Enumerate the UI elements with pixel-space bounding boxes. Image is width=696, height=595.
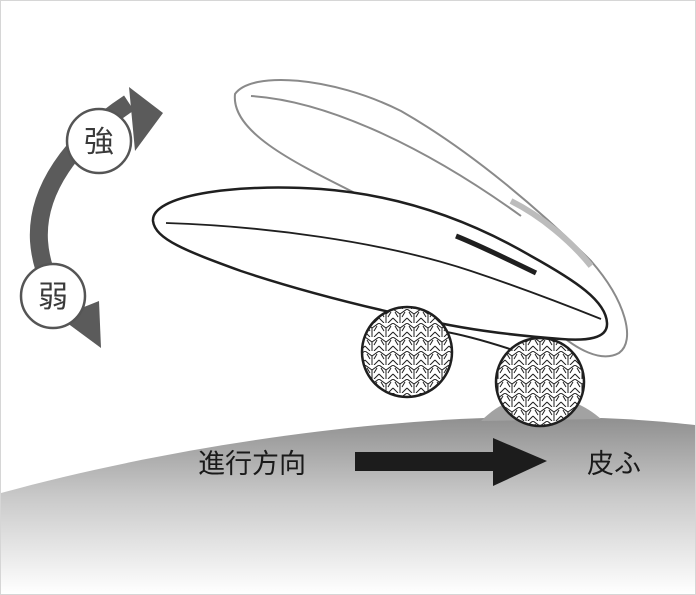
front-roller-ball [494, 336, 586, 428]
strong-label: 強 [84, 125, 114, 160]
direction-label: 進行方向 [198, 449, 306, 480]
rear-roller-ball [360, 305, 454, 399]
skin-label: 皮ふ [587, 449, 641, 480]
strong-badge: 強 [65, 107, 133, 175]
weak-label: 弱 [38, 280, 68, 315]
weak-badge: 弱 [19, 262, 87, 330]
skin-surface [1, 416, 695, 594]
ghost-handle [233, 79, 628, 358]
main-handle [151, 186, 609, 352]
direction-arrow [355, 438, 547, 486]
